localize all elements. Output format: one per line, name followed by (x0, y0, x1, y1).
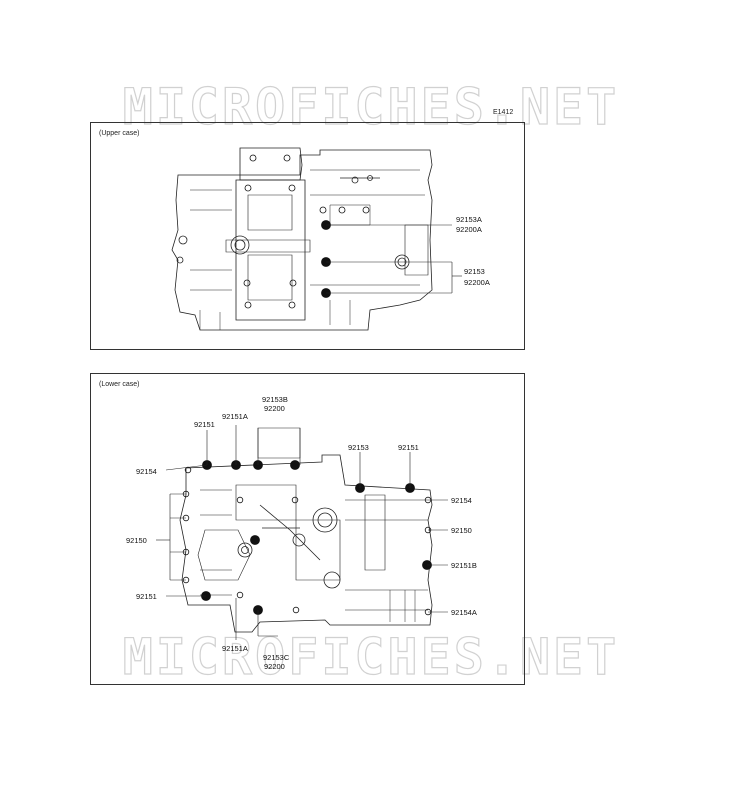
label-92151-left: 92151 (136, 592, 157, 601)
upper-crankcase-drawing (171, 147, 433, 331)
label-92200a-lower: 92200A (464, 278, 490, 287)
label-92153: 92153 (464, 267, 485, 276)
label-92153-top: 92153 (348, 443, 369, 452)
label-92151a-top: 92151A (222, 412, 248, 421)
upper-case-labels: 92153A 92200A 92153 92200A (456, 215, 490, 287)
watermark-bottom: MICROFICHES.NET (122, 627, 620, 686)
label-92200-bottom: 92200 (264, 662, 285, 671)
label-92154-right: 92154 (451, 496, 472, 505)
page-code: E1412 (493, 109, 514, 116)
label-92200-top: 92200 (264, 404, 285, 413)
label-92150-left: 92150 (126, 536, 147, 545)
label-92151-right: 92151 (398, 443, 419, 452)
label-92153b: 92153B (262, 395, 288, 404)
watermark-top: MICROFICHES.NET (122, 77, 620, 136)
label-92151-top: 92151 (194, 420, 215, 429)
lower-case-labels: 92153B 92200 92151A 92151 92154 92153 92… (126, 395, 477, 671)
label-92151a-bottom: 92151A (222, 644, 248, 653)
upper-case-panel: (Upper case) (90, 122, 525, 350)
lower-case-panel: (Lower case) (90, 373, 525, 685)
upper-case-title: (Upper case) (99, 130, 140, 137)
label-92150-right: 92150 (451, 526, 472, 535)
label-92154a: 92154A (451, 608, 477, 617)
label-92200a-upper: 92200A (456, 225, 482, 234)
lower-case-title: (Lower case) (99, 381, 140, 388)
label-92153c: 92153C (263, 653, 290, 662)
label-92151b: 92151B (451, 561, 477, 570)
label-92153a: 92153A (456, 215, 482, 224)
lower-crankcase-drawing (179, 427, 433, 633)
label-92154-left: 92154 (136, 467, 157, 476)
